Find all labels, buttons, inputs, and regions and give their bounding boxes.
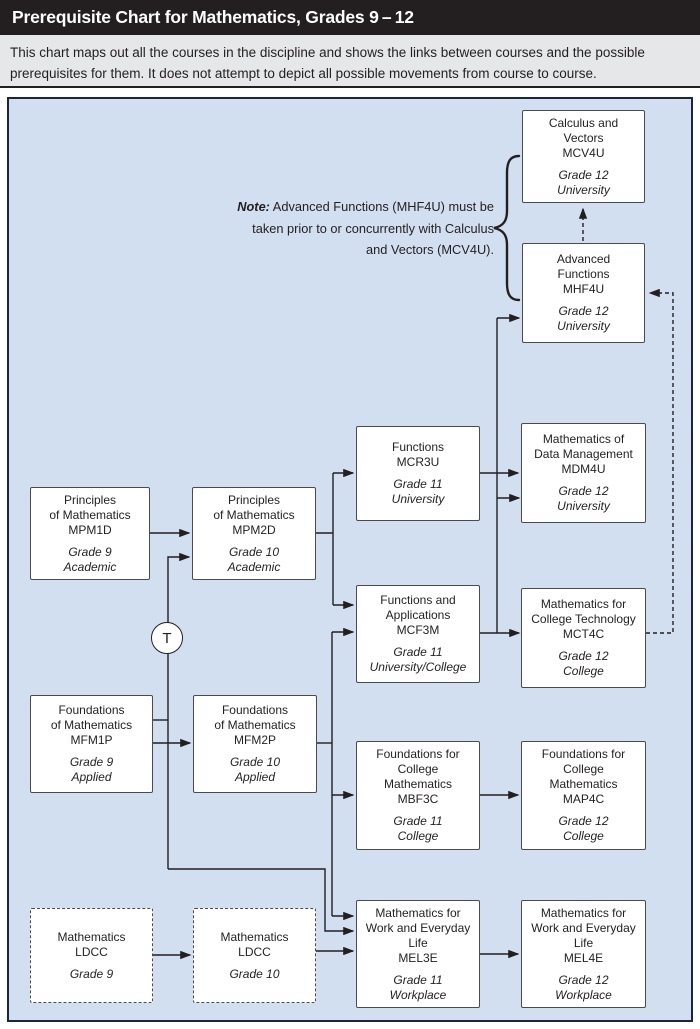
course-title: Mathematics for Work and Everyday Life: [531, 905, 636, 950]
course-title: Foundations for College Mathematics: [376, 747, 460, 791]
course-code: MAP4C: [562, 792, 605, 806]
course-stream: Applied: [71, 770, 112, 784]
course-box-mel4e: Mathematics for Work and Everyday Life M…: [521, 900, 646, 1008]
course-title: Mathematics for Work and Everyday Life: [365, 905, 471, 950]
course-code: MDM4U: [561, 462, 606, 476]
brace: [493, 154, 521, 302]
course-grade: Grade 12: [558, 649, 609, 663]
course-stream: Academic: [63, 559, 117, 574]
course-title: Principles of Mathematics: [213, 492, 295, 522]
course-stream: University/College: [369, 660, 467, 674]
course-code: MFM2P: [234, 733, 276, 747]
course-box-mct4c: Mathematics for College Technology MCT4C…: [521, 588, 646, 688]
course-grade: Grade 11: [393, 972, 443, 987]
course-grade: Grade 10: [229, 755, 281, 769]
course-box-mbf3c: Foundations for College Mathematics MBF3…: [356, 741, 480, 850]
course-stream: University: [391, 492, 445, 506]
course-grade: Grade 12: [558, 972, 609, 987]
course-box-ldcc-grade10: Mathematics LDCC Grade 10: [193, 908, 316, 1003]
chart-description: This chart maps out all the courses in t…: [0, 35, 700, 88]
course-title: Foundations of Mathematics: [214, 703, 296, 732]
note-body: Advanced Functions (MHF4U) must be taken…: [252, 199, 494, 257]
course-code: MEL4E: [563, 950, 604, 965]
course-stream: College: [563, 664, 604, 678]
course-stream: University: [557, 499, 610, 513]
course-stream: Academic: [227, 559, 281, 574]
course-box-mfm2p: Foundations of Mathematics MFM2P Grade 1…: [193, 695, 317, 793]
course-grade: Grade 12: [558, 167, 609, 182]
course-title: Mathematics for College Technology: [531, 597, 636, 626]
course-box-mcv4u: Calculus and Vectors MCV4U Grade 12 Univ…: [522, 110, 645, 203]
page-title: Prerequisite Chart for Mathematics, Grad…: [12, 7, 414, 27]
course-stream: College: [563, 829, 604, 843]
course-box-mhf4u: Advanced Functions MHF4U Grade 12 Univer…: [522, 243, 645, 343]
course-grade: Grade 9: [68, 544, 112, 559]
course-code: MCR3U: [396, 455, 440, 469]
course-grade: Grade 12: [558, 304, 609, 318]
course-box-map4c: Foundations for College Mathematics MAP4…: [521, 741, 646, 850]
course-grade: Grade 9: [69, 966, 114, 981]
note-label: Note:: [237, 199, 270, 214]
title-bar: Prerequisite Chart for Mathematics, Grad…: [0, 0, 700, 35]
course-code: MHF4U: [562, 282, 605, 296]
course-box-mfm1p: Foundations of Mathematics MFM1P Grade 9…: [30, 695, 153, 793]
course-grade: Grade 10: [228, 544, 280, 559]
course-box-ldcc-grade9: Mathematics LDCC Grade 9: [30, 908, 153, 1003]
course-box-mcr3u: Functions MCR3U Grade 11 University: [356, 426, 480, 521]
course-stream: Workplace: [555, 987, 612, 1002]
course-code: MPM1D: [68, 522, 112, 537]
course-box-mpm2d: Principles of Mathematics MPM2D Grade 10…: [192, 487, 316, 580]
course-title: Functions: [391, 440, 445, 454]
course-title: Principles of Mathematics: [49, 492, 131, 522]
course-code: LDCC: [75, 944, 108, 959]
course-box-mcf3m: Functions and Applications MCF3M Grade 1…: [356, 585, 480, 683]
course-grade: Grade 10: [229, 966, 280, 981]
course-code: MPM2D: [232, 522, 276, 537]
course-title: Mathematics: [57, 929, 126, 944]
course-grade: Grade 12: [558, 814, 609, 828]
note-text: Note: Advanced Functions (MHF4U) must be…: [228, 196, 494, 261]
course-box-mpm1d: Principles of Mathematics MPM1D Grade 9 …: [30, 487, 150, 580]
course-title: Advanced Functions: [556, 252, 611, 281]
course-title: Foundations of Mathematics: [50, 703, 133, 732]
course-code: MEL3E: [398, 950, 438, 965]
course-code: LDCC: [238, 944, 271, 959]
course-grade: Grade 11: [393, 645, 443, 659]
course-code: MCT4C: [562, 627, 605, 641]
dashed-connectors: [578, 207, 674, 634]
solid-connectors: [150, 313, 521, 960]
course-stream: University: [557, 319, 610, 333]
course-box-mel3e: Mathematics for Work and Everyday Life M…: [356, 900, 480, 1008]
course-grade: Grade 9: [69, 755, 114, 769]
course-stream: Applied: [234, 770, 276, 784]
course-box-mdm4u: Mathematics of Data Management MDM4U Gra…: [521, 423, 646, 523]
course-code: MCF3M: [396, 623, 440, 637]
course-title: Mathematics: [220, 929, 289, 944]
course-code: MFM1P: [70, 733, 113, 747]
course-stream: University: [557, 182, 610, 197]
course-grade: Grade 11: [393, 477, 443, 491]
course-grade: Grade 11: [393, 814, 443, 828]
transfer-course-circle: T: [151, 622, 183, 654]
course-stream: College: [397, 829, 439, 843]
course-title: Calculus and Vectors: [548, 115, 619, 145]
course-code: MCV4U: [562, 145, 605, 160]
course-title: Mathematics of Data Management: [534, 432, 633, 461]
course-stream: Workplace: [389, 987, 447, 1002]
course-title: Functions and Applications: [380, 593, 456, 622]
course-grade: Grade 12: [558, 484, 609, 498]
course-code: MBF3C: [397, 792, 439, 806]
course-title: Foundations for College Mathematics: [541, 747, 626, 791]
